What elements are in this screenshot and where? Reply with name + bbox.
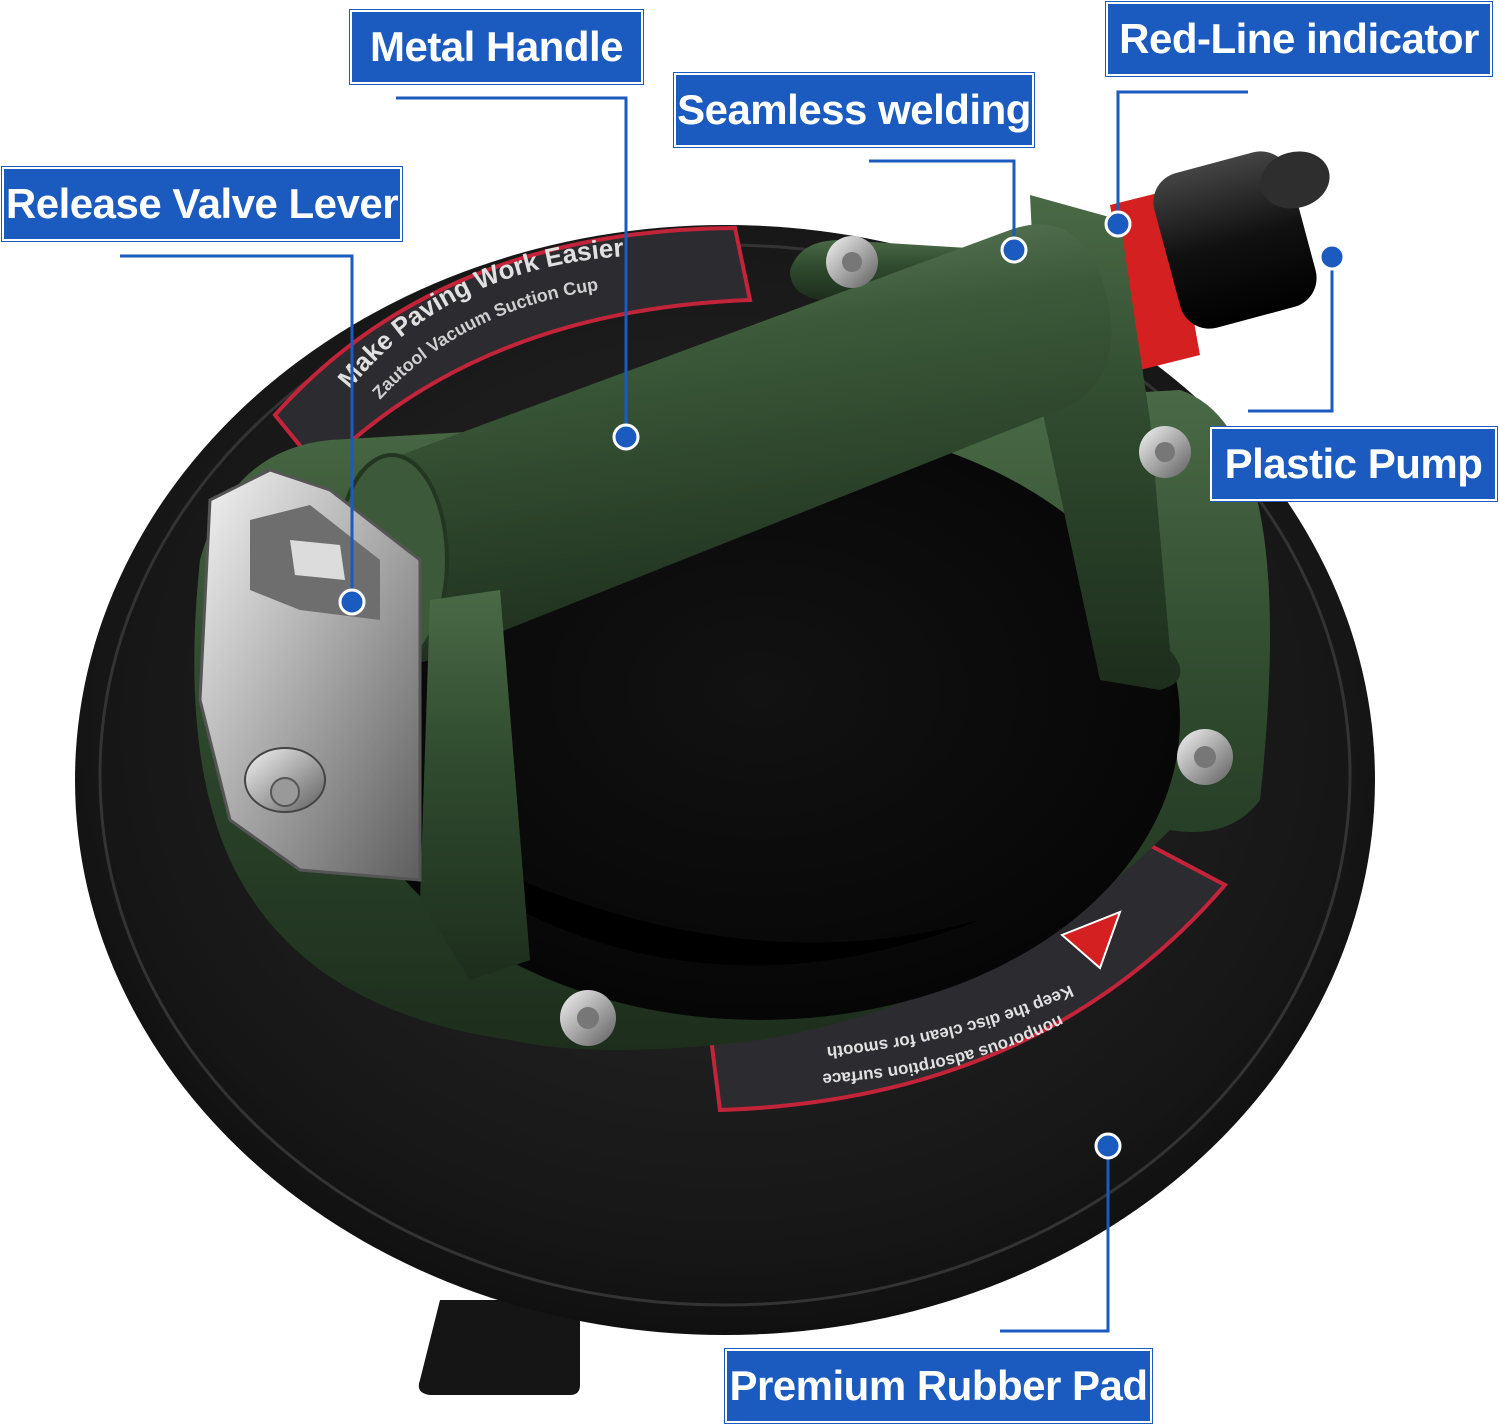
pad-tab — [418, 1300, 580, 1395]
cavity-shadow — [500, 880, 980, 966]
left-bracket-leg — [420, 590, 530, 980]
leader-lines — [120, 90, 1334, 1333]
screw — [1139, 426, 1191, 478]
top-label-band — [272, 225, 753, 473]
leader-dots — [338, 210, 1346, 1160]
premium-rubber-pad-label: Premium Rubber Pad — [724, 1348, 1153, 1424]
screw — [560, 990, 616, 1046]
release-valve-lever-label: Release Valve Lever — [1, 166, 403, 242]
screw — [826, 236, 878, 288]
screw — [1177, 729, 1233, 785]
metal-handle-tube — [344, 224, 1112, 664]
warning-triangle-icon — [1060, 910, 1122, 970]
red-line-indicator-label: Red-Line indicator — [1105, 1, 1493, 77]
seamless-welding-label: Seamless welding — [673, 72, 1035, 148]
metal-handle-label: Metal Handle — [349, 9, 644, 85]
plastic-pump-label: Plastic Pump — [1209, 426, 1498, 502]
